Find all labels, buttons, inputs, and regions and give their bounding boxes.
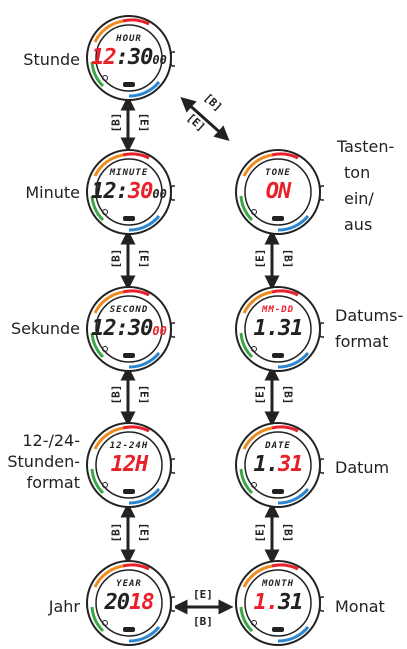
watch-format: 12-24H 12H (83, 419, 175, 511)
key-label-b: [B] (109, 112, 123, 133)
watch-tastenton: TONE ON (232, 146, 324, 238)
display-top-text: HOUR (116, 34, 142, 44)
display-main-text: 1.31 (232, 317, 324, 341)
watch-face (235, 560, 324, 646)
label-jahr: Jahr (48, 597, 80, 616)
label-format-line3: format (26, 473, 80, 492)
display-digits: 1. (253, 452, 279, 477)
label-format-line2: Stunden- (7, 452, 80, 471)
display-top-text: YEAR (116, 579, 142, 589)
label-tastenton-line4: aus (344, 215, 373, 234)
key-label-b: [B] (281, 248, 295, 269)
arrow-diagonal (180, 96, 230, 142)
display-digits-highlight: 00 (152, 324, 167, 338)
display-top-text: TONE (265, 168, 291, 178)
display-top-text: MINUTE (109, 168, 149, 178)
key-label-e: [E] (137, 248, 151, 269)
label-minute: Minute (25, 183, 80, 202)
display-digits: :30 (115, 45, 154, 70)
display-main-text: 12H (83, 453, 175, 477)
display-main-text: 12:3000 (83, 180, 175, 206)
display-digits-highlight: 12 (91, 45, 116, 70)
watch-face (86, 15, 175, 101)
display-digits: 31 (278, 590, 303, 615)
watch-minute: MINUTE 12:3000 (83, 146, 175, 238)
label-stunde: Stunde (23, 50, 80, 69)
display-digits: 12: (91, 179, 129, 204)
key-label-e: [E] (137, 112, 151, 133)
watch-datum: DATE 1.31 (232, 419, 324, 511)
key-label-b: [B] (109, 522, 123, 543)
watch-stunde: HOUR 12:3000 (83, 12, 175, 104)
display-digits-highlight: 18 (129, 590, 154, 615)
key-label-b: [B] (109, 384, 123, 405)
key-label-e: [E] (253, 384, 267, 405)
watch-monat: MONTH 1.31 (232, 557, 324, 649)
label-tastenton-line1: Tasten- (337, 137, 395, 156)
display-main-text: ON (232, 180, 324, 204)
label-tastenton-line2: ton (344, 163, 371, 182)
watch-face (86, 149, 175, 235)
watch-face (86, 560, 175, 646)
display-digits-highlight: 30 (127, 179, 153, 204)
display-top-text: DATE (265, 441, 291, 451)
watch-face (86, 422, 175, 508)
display-main-text: 12:3000 (83, 46, 175, 72)
watch-jahr: YEAR 2018 (83, 557, 175, 649)
label-tastenton-line3: ein/ (344, 189, 374, 208)
watch-datumsformat: MM-DD 1.31 (232, 283, 324, 375)
display-digits-highlight: ON (265, 179, 291, 204)
key-label-e: [E] (253, 522, 267, 543)
watch-face (235, 422, 324, 508)
display-top-text: SECOND (109, 305, 149, 315)
watch-face (235, 149, 324, 235)
label-format-line1: 12-/24- (22, 431, 80, 450)
label-datum: Datum (335, 458, 390, 477)
label-sekunde: Sekunde (10, 319, 80, 338)
key-label-e: [E] (137, 522, 151, 543)
display-digits-small: 00 (152, 187, 167, 201)
display-main-text: 2018 (83, 591, 175, 615)
key-label-e: [E] (253, 248, 267, 269)
key-label-b: [B] (281, 384, 295, 405)
label-monat: Monat (335, 597, 385, 616)
display-digits-highlight: 1. (253, 590, 279, 615)
watch-face (86, 286, 175, 372)
label-datumsformat-line2: format (335, 332, 389, 351)
display-top-text: 12-24H (109, 441, 149, 451)
display-digits: 1.31 (253, 316, 304, 341)
display-digits-small: 00 (152, 53, 167, 67)
key-label-e: [E] (193, 588, 213, 601)
label-datumsformat-line1: Datums- (335, 306, 404, 325)
display-digits-highlight: 31 (278, 452, 303, 477)
display-digits-highlight: 12H (110, 452, 149, 477)
display-digits: 12:30 (91, 316, 153, 341)
key-label-b: [B] (109, 248, 123, 269)
display-main-text: 1.31 (232, 591, 324, 615)
key-label-b: [B] (193, 615, 213, 628)
display-digits: 20 (104, 590, 130, 615)
key-label-e: [E] (137, 384, 151, 405)
display-main-text: 12:3000 (83, 317, 175, 343)
display-top-text: MONTH (261, 579, 295, 589)
display-top-text: MM-DD (261, 305, 295, 315)
display-main-text: 1.31 (232, 453, 324, 477)
key-label-b: [B] (281, 522, 295, 543)
watch-face (235, 286, 324, 372)
watch-sekunde: SECOND 12:3000 (83, 283, 175, 375)
